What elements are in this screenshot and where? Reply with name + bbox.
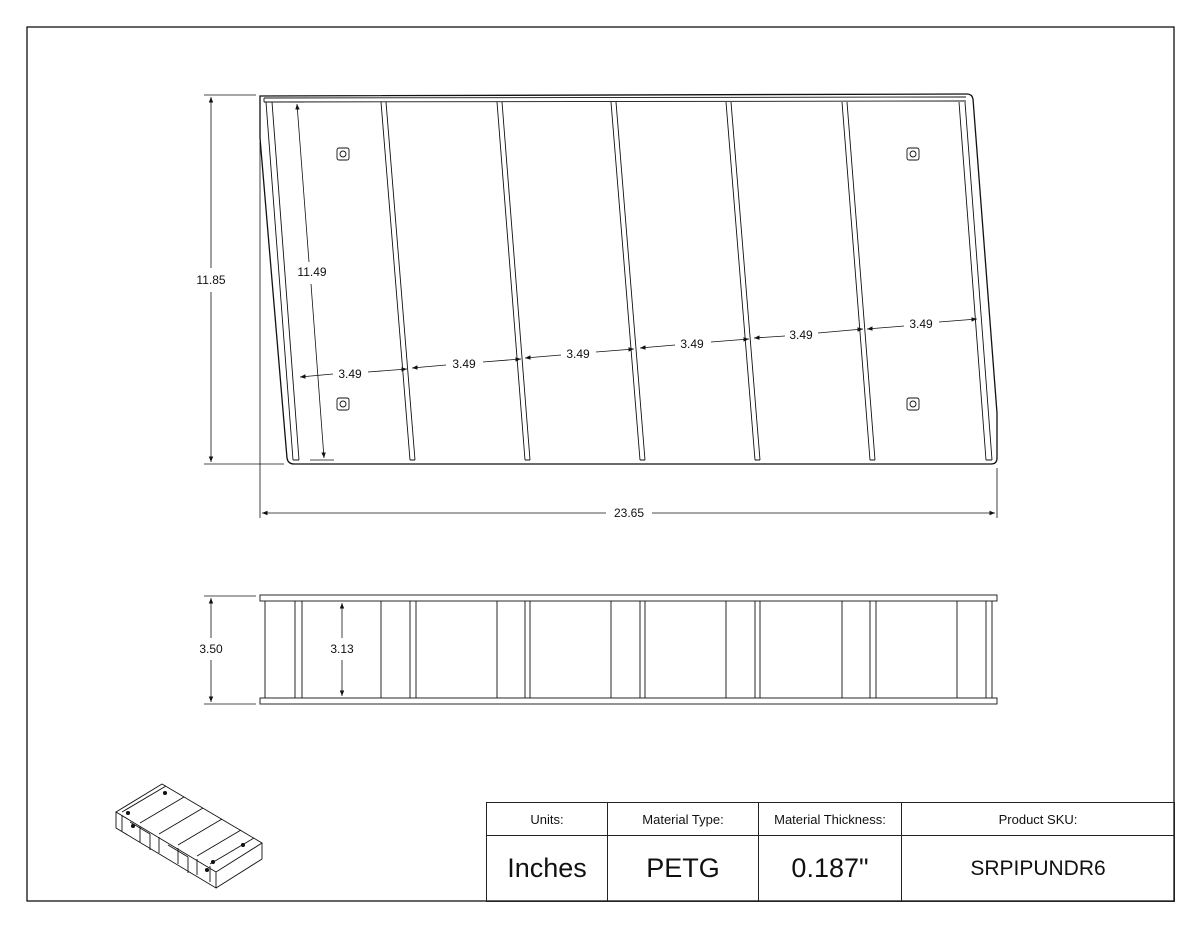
material-type-value: PETG — [607, 835, 759, 902]
right-wall — [958, 101, 993, 461]
mounting-hole — [906, 397, 920, 411]
divider-3 — [610, 101, 646, 461]
dim-inner-height-label: 11.49 — [297, 265, 326, 279]
divider-2 — [496, 101, 531, 461]
dim-overall-height: 11.85 — [196, 94, 284, 465]
product-sku-header: Product SKU: — [901, 802, 1175, 836]
divider-4 — [725, 101, 761, 461]
mounting-holes — [336, 147, 920, 411]
divider-1 — [380, 101, 416, 461]
bay-dimension: 3.49 — [299, 367, 408, 381]
dim-front-height-label: 3.50 — [199, 642, 223, 656]
front-top-rail — [259, 594, 998, 602]
dim-overall-width: 23.65 — [259, 142, 998, 520]
front-view: 3.50 3.13 — [199, 594, 998, 705]
bay-dimension: 3.49 — [866, 317, 978, 331]
bay-dimension-label: 3.49 — [452, 357, 476, 371]
bay-dimensions: 3.49 3.49 3.49 3.49 3.49 — [299, 317, 978, 381]
bay-dimension: 3.49 — [753, 327, 864, 342]
bay-dimension-label: 3.49 — [680, 337, 704, 351]
units-header: Units: — [486, 802, 608, 836]
mounting-hole — [336, 147, 350, 161]
dim-front-inner-height-label: 3.13 — [330, 642, 354, 656]
back-rail — [263, 96, 967, 103]
title-block: Units: Material Type: Material Thickness… — [486, 802, 1175, 902]
bay-dimension: 3.49 — [411, 357, 522, 371]
mounting-hole — [906, 147, 920, 161]
bay-dimension-label: 3.49 — [566, 347, 590, 361]
top-view-outline — [259, 93, 998, 465]
bay-dimension-label: 3.49 — [789, 328, 813, 342]
dim-overall-width-label: 23.65 — [614, 506, 644, 520]
front-bottom-rail — [259, 697, 998, 705]
dim-overall-height-label: 11.85 — [196, 273, 225, 287]
isometric-view — [115, 783, 263, 889]
front-uprights — [264, 601, 993, 698]
bay-dimension-label: 3.49 — [909, 317, 933, 331]
divider-5 — [841, 101, 876, 461]
material-thickness-value: 0.187" — [758, 835, 902, 902]
bay-dimension: 3.49 — [524, 347, 635, 361]
bay-dimension-label: 3.49 — [338, 367, 362, 381]
material-type-header: Material Type: — [607, 802, 759, 836]
dim-front-inner-height: 3.13 — [330, 603, 354, 696]
dim-front-height: 3.50 — [199, 595, 256, 705]
product-sku-value: SRPIPUNDR6 — [901, 835, 1175, 902]
units-value: Inches — [486, 835, 608, 902]
dividers — [380, 101, 876, 461]
left-wall — [265, 101, 300, 461]
top-view: 11.85 11.49 3.49 3.49 — [196, 93, 998, 520]
dim-inner-height: 11.49 — [290, 101, 334, 461]
material-thickness-header: Material Thickness: — [758, 802, 902, 836]
mounting-hole — [336, 397, 350, 411]
bay-dimension: 3.49 — [639, 337, 750, 351]
